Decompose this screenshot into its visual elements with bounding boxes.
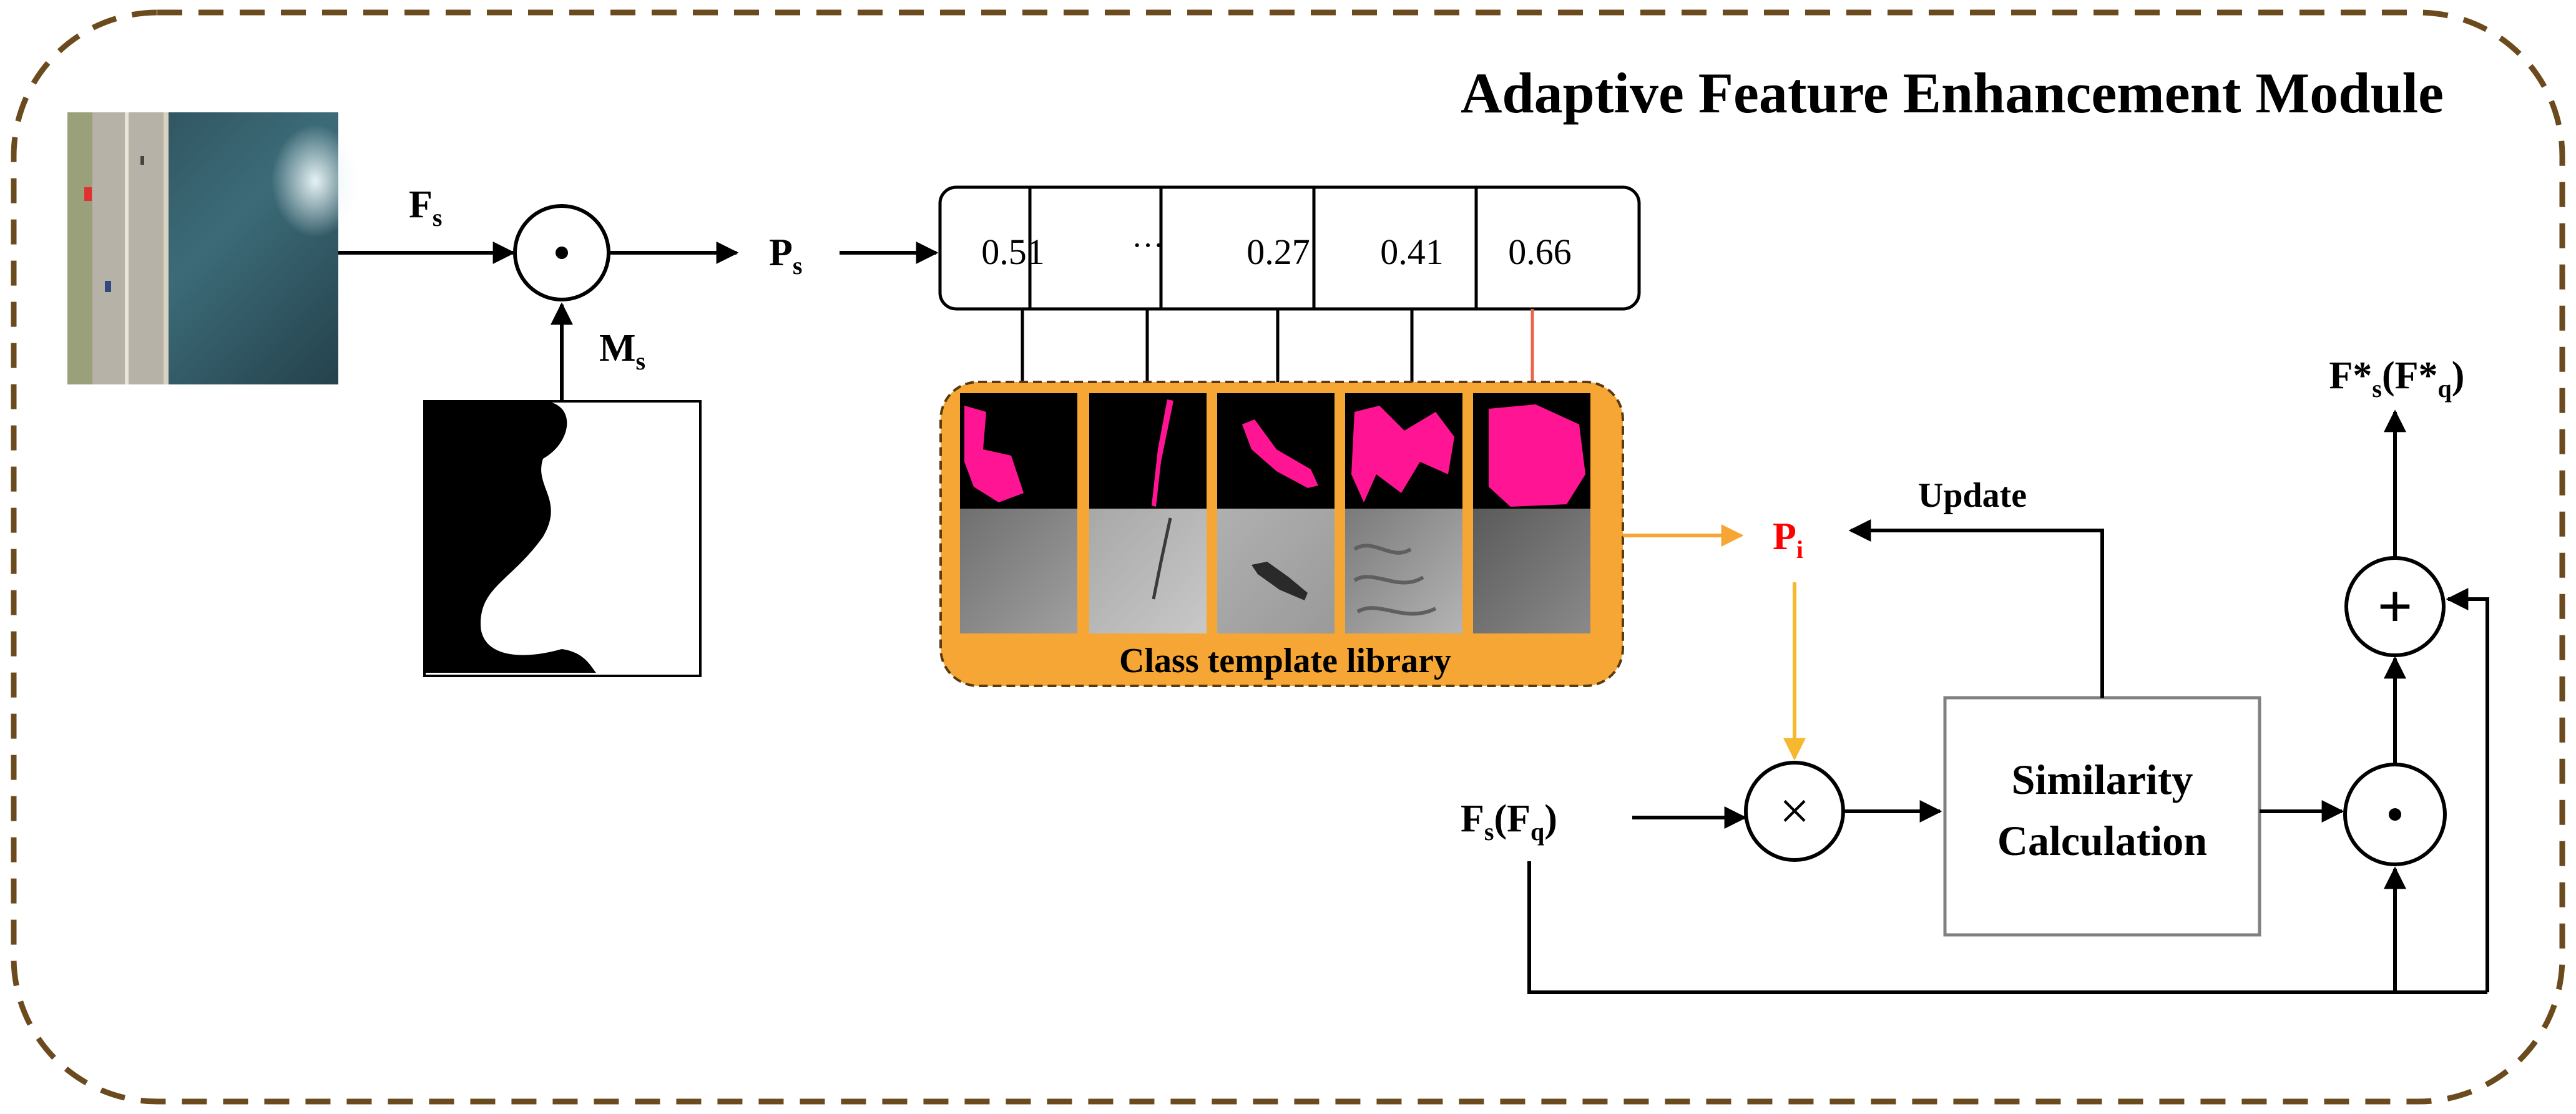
- support-mask: [423, 400, 702, 677]
- multiply-icon: ×: [1780, 781, 1810, 841]
- fs-fq-label: Fs(Fq): [1461, 798, 1557, 846]
- pi-label: Pi: [1773, 515, 1803, 564]
- library-label: Class template library: [1119, 642, 1451, 680]
- skip-connection: [1527, 861, 2487, 994]
- update-label: Update: [1918, 476, 2027, 515]
- prototype-cell: 0.41: [1380, 232, 1444, 272]
- prototype-vector: 0.51 ··· 0.27 0.41 0.66: [938, 185, 1641, 311]
- similarity-line2: Calculation: [1997, 817, 2207, 864]
- similarity-line1: Similarity: [2012, 756, 2193, 803]
- ps-label: Ps: [769, 232, 802, 280]
- ms-label: Ms: [599, 327, 645, 375]
- similarity-calculation-box: [1943, 696, 2261, 937]
- support-image: [67, 112, 359, 384]
- hadamard-dot-icon-2: [2389, 808, 2401, 821]
- module-frame: [11, 9, 2565, 1105]
- prototype-cell: ···: [1132, 228, 1164, 263]
- prototype-cell: 0.66: [1508, 232, 1572, 272]
- prototype-cell: 0.27: [1246, 232, 1310, 272]
- skip-to-add-arrow: [2446, 588, 2489, 992]
- module-title: Adaptive Feature Enhancement Module: [1461, 61, 2444, 125]
- class-template-library: Class template library: [939, 381, 1624, 687]
- add-icon: +: [2378, 572, 2413, 641]
- fs-label: Fs: [409, 183, 442, 232]
- prototype-cell: 0.51: [981, 232, 1045, 272]
- hadamard-dot-icon: [556, 247, 568, 259]
- output-label: F*s(F*q): [2329, 354, 2465, 403]
- update-arrow: [1848, 519, 2104, 698]
